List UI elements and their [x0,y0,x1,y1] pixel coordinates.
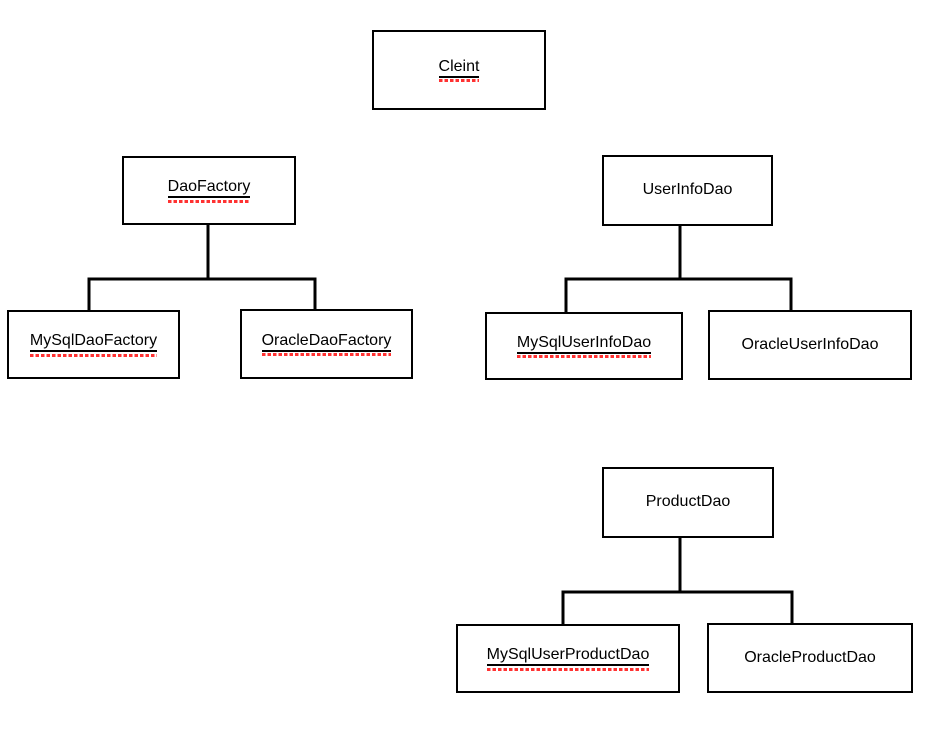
node-oracle-dao-factory[interactable]: OracleDaoFactory [240,309,413,379]
node-mysql-user-info-dao[interactable]: MySqlUserInfoDao [485,312,683,380]
node-client[interactable]: Cleint [372,30,546,110]
node-label: MySqlDaoFactory [29,332,158,353]
node-label-wrap: DaoFactory [167,178,251,203]
node-label: OracleUserInfoDao [741,335,879,353]
node-mysql-dao-factory[interactable]: MySqlDaoFactory [7,310,180,379]
node-label-wrap: MySqlDaoFactory [29,332,158,357]
node-product-dao[interactable]: ProductDao [602,467,774,538]
node-label: DaoFactory [167,178,251,199]
node-label-wrap: OracleUserInfoDao [742,336,879,354]
node-label-wrap: ProductDao [646,493,731,511]
node-label-wrap: OracleProductDao [744,649,876,667]
spellcheck-underline [486,667,650,671]
node-oracle-product-dao[interactable]: OracleProductDao [707,623,913,693]
node-label-wrap: OracleDaoFactory [261,332,392,357]
spellcheck-underline [261,353,392,357]
spellcheck-underline [29,353,158,357]
node-label: ProductDao [645,493,731,511]
node-label-wrap: Cleint [438,58,480,83]
node-label-wrap: UserInfoDao [643,181,733,199]
node-dao-factory[interactable]: DaoFactory [122,156,296,225]
node-label: OracleProductDao [744,648,876,666]
spellcheck-underline [516,355,652,359]
node-oracle-user-info-dao[interactable]: OracleUserInfoDao [708,310,912,380]
node-label: UserInfoDao [642,181,733,199]
node-label: OracleDaoFactory [261,332,392,352]
spellcheck-underline [167,199,251,203]
node-mysql-user-product-dao[interactable]: MySqlUserProductDao [456,624,680,693]
node-label: Cleint [438,58,480,78]
spellcheck-underline [438,79,480,83]
node-label-wrap: MySqlUserInfoDao [516,334,652,359]
node-user-info-dao[interactable]: UserInfoDao [602,155,773,226]
node-label: MySqlUserProductDao [486,646,650,667]
node-label: MySqlUserInfoDao [516,334,652,354]
node-label-wrap: MySqlUserProductDao [486,646,650,671]
